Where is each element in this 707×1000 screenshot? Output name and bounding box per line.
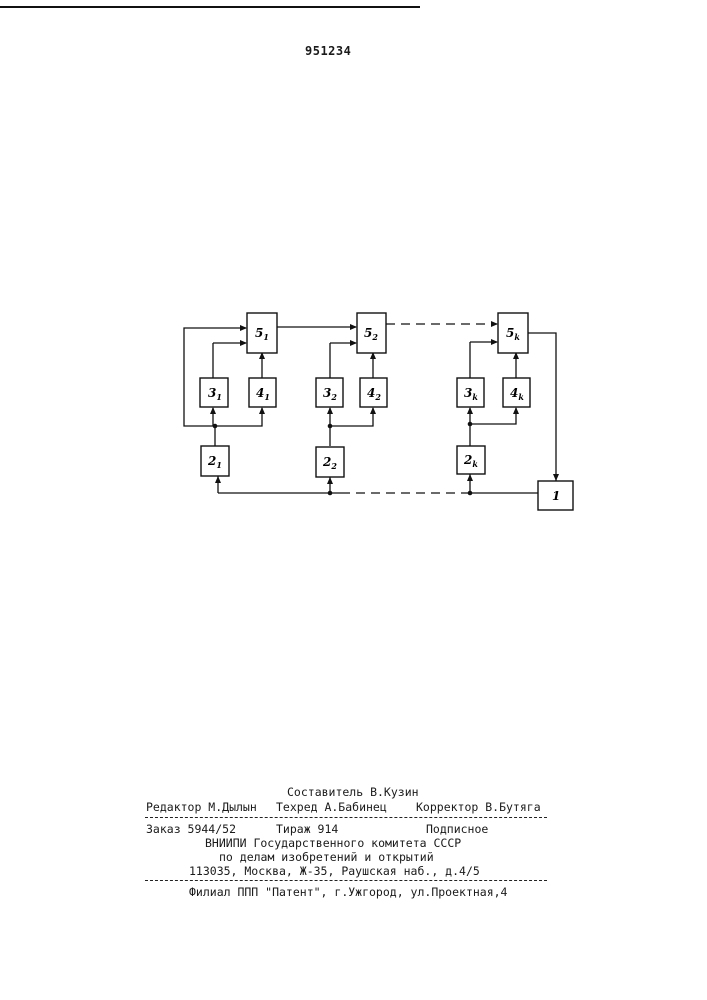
block-diagram: 51 31 41 21 52 32 42 22 5k 3k 4k 2k 1 (0, 0, 707, 560)
arrowhead (553, 474, 559, 481)
junction-dot (328, 424, 333, 429)
org-line-1: ВНИИПИ Государственного комитета СССР (205, 836, 461, 850)
connector (528, 333, 556, 481)
editor: Редактор М.Дылын (146, 800, 257, 814)
corrector: Корректор В.Бутяга (416, 800, 541, 814)
connector (215, 408, 262, 426)
arrowhead (491, 321, 498, 327)
dashed-rule (145, 817, 547, 818)
arrowhead (467, 474, 473, 481)
arrowhead (240, 325, 247, 331)
order: Заказ 5944/52 (146, 822, 236, 836)
arrowhead (240, 340, 247, 346)
subscription: Подписное (426, 822, 488, 836)
arrowhead (350, 324, 357, 330)
arrowhead (467, 407, 473, 414)
address: 113035, Москва, Ж-35, Раушская наб., д.4… (189, 864, 480, 878)
arrowhead (370, 407, 376, 414)
arrowhead (210, 407, 216, 414)
colophon: Составитель В.Кузин Редактор М.Дылын Тех… (0, 0, 14, 196)
junction-dot (468, 422, 473, 427)
arrowhead (350, 340, 357, 346)
junction-dot (468, 491, 473, 496)
arrowhead (513, 407, 519, 414)
arrowhead (491, 339, 498, 345)
circulation: Тираж 914 (276, 822, 338, 836)
arrowhead (259, 407, 265, 414)
connector (330, 408, 373, 426)
org-line-2: по делам изобретений и открытий (219, 850, 434, 864)
arrowhead (327, 407, 333, 414)
composer: Составитель В.Кузин (287, 785, 419, 799)
arrowhead (327, 477, 333, 484)
branch: Филиал ППП "Патент", г.Ужгород, ул.Проек… (189, 885, 508, 899)
arrowhead (215, 476, 221, 483)
junction-dot (328, 491, 333, 496)
junction-dot (213, 424, 218, 429)
connector (470, 408, 516, 424)
dashed-rule (145, 880, 547, 881)
techred: Техред А.Бабинец (276, 800, 387, 814)
block-label: 1 (552, 489, 560, 503)
